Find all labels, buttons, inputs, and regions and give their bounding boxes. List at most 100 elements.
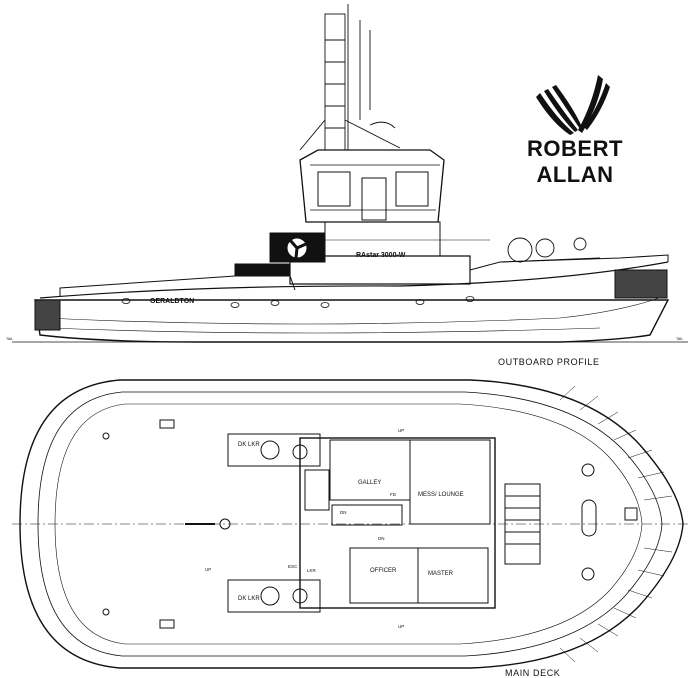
hatch <box>627 449 653 459</box>
room-galley: GALLEY <box>358 480 381 486</box>
hatch <box>597 411 619 425</box>
porthole <box>230 302 240 308</box>
hatch <box>579 395 599 411</box>
fairlead <box>159 419 175 429</box>
winch-drum <box>535 238 555 258</box>
stair-well <box>331 504 403 526</box>
room-dk-lkr-top: DK LKR <box>238 442 260 448</box>
logo-stroke <box>552 85 582 129</box>
outboard-profile: GERALDTON RAstar 3000-W TAIL TAIL <box>6 4 688 343</box>
room-esc: ESC <box>288 564 298 569</box>
stair-up-left: UP <box>205 567 211 572</box>
stair-dn: DN <box>340 510 347 515</box>
window <box>395 171 429 207</box>
window <box>317 171 351 207</box>
portholes <box>121 296 475 308</box>
upper-house <box>324 221 441 257</box>
room-officer: OFFICER <box>370 568 397 574</box>
hatch <box>643 495 673 501</box>
porthole <box>465 296 475 302</box>
hatch-cover <box>624 507 638 521</box>
porthole <box>415 299 425 305</box>
tail-marker-right: TAIL <box>676 337 683 341</box>
logo-stroke <box>536 93 574 135</box>
bitt <box>102 608 110 616</box>
sheer-line <box>39 261 669 299</box>
deck-machinery <box>260 440 280 460</box>
master-room <box>417 547 489 604</box>
vessel-name: GERALDTON <box>150 298 194 305</box>
hatch <box>637 569 665 577</box>
fender-hatching <box>559 385 673 663</box>
hatch <box>613 429 637 441</box>
deck-machinery <box>260 586 280 606</box>
propeller-blades <box>288 239 307 259</box>
mess-room <box>409 439 491 525</box>
outboard-profile-title: OUTBOARD PROFILE <box>498 357 600 367</box>
main-deck-plan: DK LKR DK LKR GALLEY MESS/ LOUNGE OFFICE… <box>12 379 690 669</box>
deck-machinery <box>292 588 308 604</box>
fwd-bulwark <box>469 254 669 271</box>
fender-fwd <box>614 269 668 299</box>
wheelhouse-door <box>361 177 387 221</box>
hatch <box>559 385 576 401</box>
heads <box>304 469 330 511</box>
stair-up-top: UP <box>398 428 404 433</box>
deck-machinery <box>292 444 308 460</box>
winch-drum <box>573 237 587 251</box>
mast <box>299 4 401 151</box>
tow-hook <box>185 518 231 530</box>
deck-outline <box>19 379 684 669</box>
winch-base <box>499 257 601 263</box>
deckhouse <box>234 263 291 277</box>
hull-line <box>44 295 666 325</box>
bollard <box>581 567 595 581</box>
winch-drum <box>507 237 533 263</box>
room-master: MASTER <box>428 571 454 577</box>
officer-room <box>349 547 419 604</box>
hatch <box>597 623 619 637</box>
wheelhouse-windows <box>310 164 440 211</box>
hull-outline <box>34 299 670 343</box>
mast-stay <box>299 119 326 151</box>
bitt <box>102 432 110 440</box>
robert-allan-logo-mark <box>536 75 610 135</box>
dk-lkr-bottom-room <box>227 579 321 613</box>
hull-line <box>49 327 601 334</box>
logo-stroke <box>584 83 610 130</box>
stair-up-bottom: UP <box>398 624 404 629</box>
forward-winch <box>504 463 638 581</box>
room-mess: MESS/ LOUNGE <box>418 492 464 498</box>
porthole <box>121 298 131 304</box>
brand-name: ROBERT ALLAN <box>527 136 623 187</box>
hatch <box>637 471 665 479</box>
winch-frame <box>504 483 541 565</box>
hatch <box>643 547 673 553</box>
model-badge: RAstar 3000-W <box>356 252 406 259</box>
room-fd: FD <box>390 492 397 497</box>
room-lkr: LKR <box>307 568 317 573</box>
room-dk-lkr-bottom: DK LKR <box>238 596 260 602</box>
porthole <box>270 300 280 306</box>
fairlead <box>159 619 175 629</box>
brand-block: ROBERT ALLAN <box>500 70 650 187</box>
logo-stroke <box>544 89 578 132</box>
porthole <box>320 302 330 308</box>
hatch <box>559 647 576 663</box>
bollard <box>581 463 595 477</box>
hook-pivot <box>219 518 231 530</box>
mast-pole <box>324 13 346 151</box>
dk-lkr-top-room <box>227 433 321 467</box>
bulwark <box>59 275 296 296</box>
deckhouse-plan <box>299 437 496 609</box>
radar-array <box>369 121 396 129</box>
hatch <box>627 589 653 599</box>
wheelhouse <box>299 149 445 223</box>
fender-aft <box>34 299 61 331</box>
hatch <box>579 637 599 653</box>
galley-room <box>329 439 411 501</box>
main-deck-title: MAIN DECK <box>505 668 561 678</box>
capstan <box>581 499 597 537</box>
mast-stay <box>344 119 401 149</box>
